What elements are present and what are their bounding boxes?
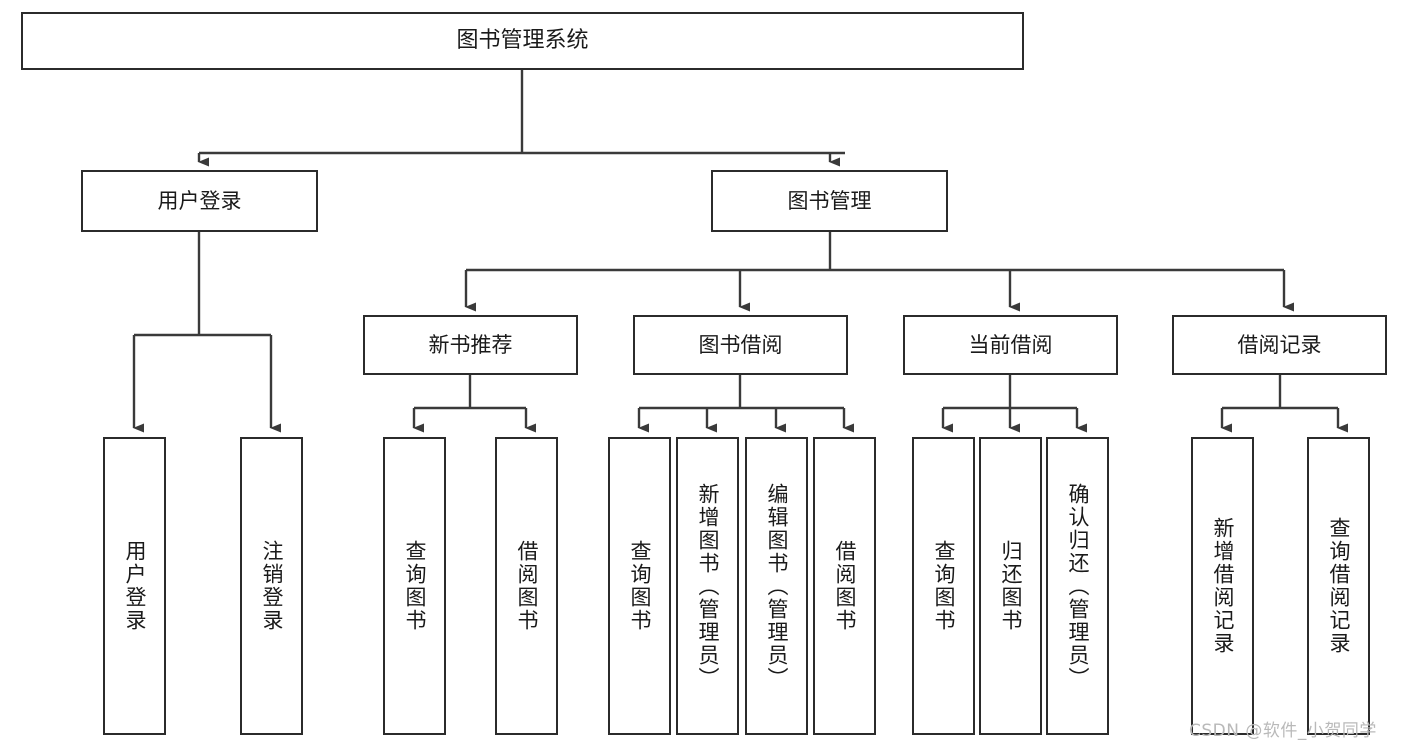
node-label: 新增图书（管理员） (696, 482, 720, 690)
leaf-borrow-book-1[interactable]: 借阅图书 (495, 437, 558, 735)
node-label: 借阅图书 (833, 540, 857, 632)
node-label: 借阅记录 (1237, 332, 1322, 357)
node-label: 借阅图书 (515, 540, 539, 632)
node-label: 当前借阅 (968, 332, 1053, 357)
node-current-borrow[interactable]: 当前借阅 (903, 315, 1118, 375)
leaf-user-login[interactable]: 用户登录 (103, 437, 166, 735)
node-label: 图书借阅 (698, 332, 783, 357)
node-label: 归还图书 (999, 540, 1023, 632)
node-label: 查询借阅记录 (1327, 517, 1351, 655)
node-book-borrow[interactable]: 图书借阅 (633, 315, 848, 375)
leaf-logout-login[interactable]: 注销登录 (240, 437, 303, 735)
node-root-system[interactable]: 图书管理系统 (21, 12, 1024, 70)
node-label: 查询图书 (628, 540, 652, 632)
leaf-borrow-book-2[interactable]: 借阅图书 (813, 437, 876, 735)
node-label: 新书推荐 (428, 332, 513, 357)
leaf-query-book-1[interactable]: 查询图书 (383, 437, 446, 735)
leaf-add-record[interactable]: 新增借阅记录 (1191, 437, 1254, 735)
node-label: 注销登录 (260, 540, 284, 632)
leaf-query-record[interactable]: 查询借阅记录 (1307, 437, 1370, 735)
leaf-query-book-2[interactable]: 查询图书 (608, 437, 671, 735)
node-label: 编辑图书（管理员） (765, 482, 789, 690)
leaf-return-book[interactable]: 归还图书 (979, 437, 1042, 735)
leaf-query-book-3[interactable]: 查询图书 (912, 437, 975, 735)
watermark-credit: CSDN @软件_小贺同学 (1189, 721, 1377, 741)
node-label: 新增借阅记录 (1211, 517, 1235, 655)
node-new-book-recommend[interactable]: 新书推荐 (363, 315, 578, 375)
leaf-confirm-return[interactable]: 确认归还（管理员） (1046, 437, 1109, 735)
node-label: 用户登录 (157, 188, 242, 213)
node-borrow-record[interactable]: 借阅记录 (1172, 315, 1387, 375)
node-book-manage[interactable]: 图书管理 (711, 170, 948, 232)
node-label: 查询图书 (403, 540, 427, 632)
node-label: 图书管理系统 (456, 28, 589, 54)
node-label: 查询图书 (932, 540, 956, 632)
leaf-add-book[interactable]: 新增图书（管理员） (676, 437, 739, 735)
node-label: 用户登录 (123, 540, 147, 632)
node-label: 图书管理 (787, 188, 872, 213)
node-label: 确认归还（管理员） (1066, 482, 1090, 690)
node-user-login[interactable]: 用户登录 (81, 170, 318, 232)
leaf-edit-book[interactable]: 编辑图书（管理员） (745, 437, 808, 735)
